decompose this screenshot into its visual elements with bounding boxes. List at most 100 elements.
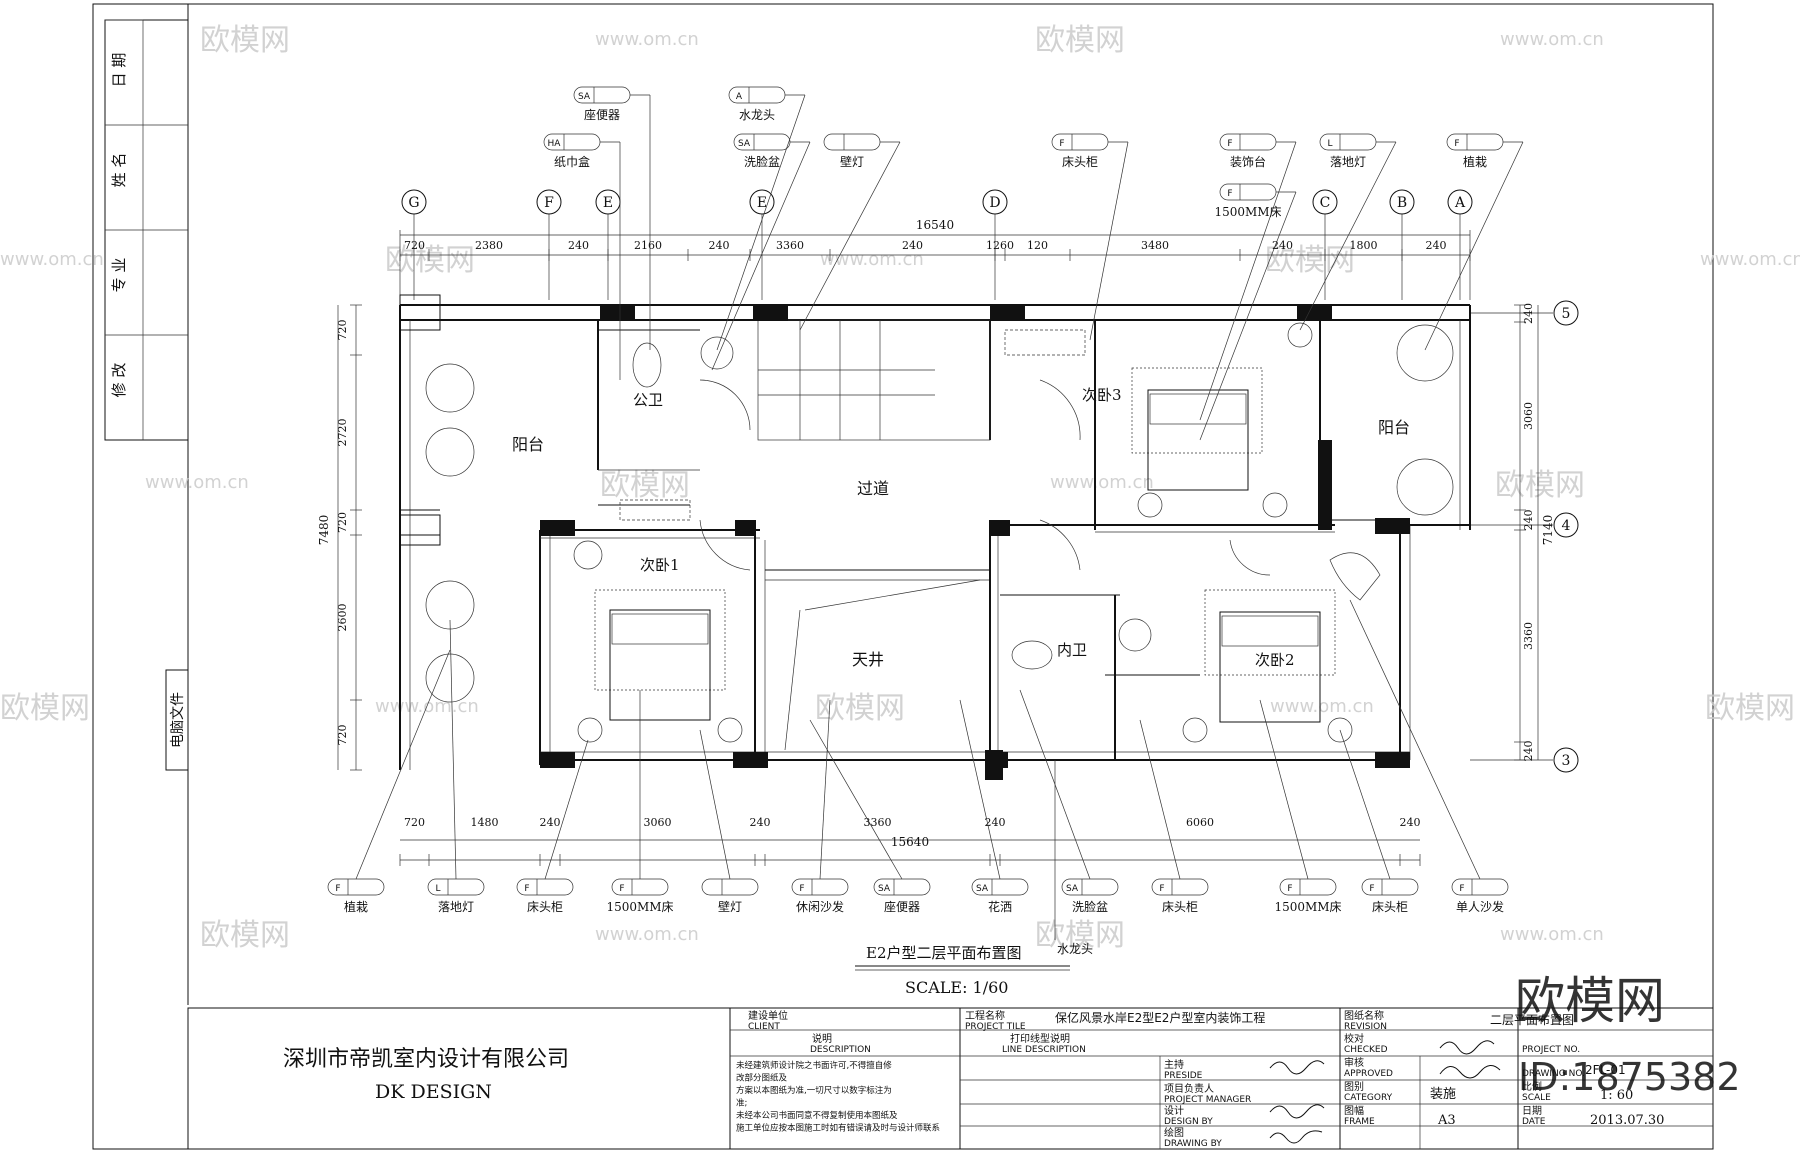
- room-label-courtyard: 天井: [852, 650, 884, 669]
- watermark-brand: 欧模网: [815, 691, 905, 726]
- description-label-cn: 说明: [812, 1032, 832, 1045]
- company-name-en: DK DESIGN: [375, 1081, 492, 1103]
- tag-label: 水龙头: [1057, 942, 1093, 956]
- project-no-label: PROJECT NO.: [1522, 1045, 1580, 1055]
- tag-label: 座便器: [584, 107, 620, 122]
- watermark-brand: 欧模网: [1035, 918, 1125, 953]
- tag-label: 座便器: [884, 899, 920, 914]
- tag-code: SA: [738, 139, 751, 149]
- room-label-balcony-left: 阳台: [512, 435, 544, 454]
- preside-label-cn: 主持: [1164, 1058, 1184, 1071]
- room-label-inner-bath: 内卫: [1057, 641, 1087, 659]
- tag-code: HA: [548, 139, 562, 149]
- date-label-en: DATE: [1522, 1117, 1546, 1127]
- tag-label: 洗脸盆: [744, 155, 780, 169]
- grid-axis-label: 3: [1562, 753, 1571, 769]
- watermark-brand: 欧模网: [385, 243, 475, 278]
- watermark-site: www.om.cn: [820, 249, 924, 270]
- dim-segment: 240: [1400, 816, 1421, 829]
- annotation-tag-faucet-extra: 水龙头: [1054, 760, 1093, 956]
- dim-segment: 240: [540, 816, 561, 829]
- note-line: 方案以本图纸为准,一切尺寸以数字标注为: [736, 1085, 892, 1096]
- dim-left-overall: 7480: [317, 515, 331, 546]
- plan-furniture: [425, 322, 1454, 743]
- drawing-scale: SCALE: 1/60: [905, 978, 1008, 997]
- annotation-tag: 壁灯: [799, 133, 901, 331]
- design-label-en: DESIGN BY: [1164, 1117, 1213, 1127]
- tag-code: F: [799, 884, 804, 894]
- strip-label-revise: 修 改: [110, 363, 128, 398]
- dim-segment: 720: [404, 239, 425, 252]
- watermark-brand: 欧模网: [1265, 243, 1355, 278]
- annotation-tag: F植栽: [327, 649, 451, 914]
- grid-axis-bubble: G: [401, 189, 427, 300]
- watermark-site: www.om.cn: [0, 249, 104, 270]
- tag-label: 落地灯: [438, 900, 474, 914]
- dim-segment: 240: [1272, 239, 1293, 252]
- annotation-tag: 壁灯: [699, 729, 759, 914]
- tag-code: F: [1227, 139, 1232, 149]
- dim-segment: 3060: [644, 816, 672, 829]
- drawing-title-block: E2户型二层平面布置图 SCALE: 1/60: [855, 944, 1070, 997]
- tag-label: 落地灯: [1330, 155, 1366, 169]
- tag-code: A: [736, 92, 743, 102]
- note-line: 未经建筑师设计院之书面许可,不得擅自修: [736, 1060, 892, 1071]
- watermark-brand: 欧模网: [0, 691, 90, 726]
- tag-label: 床头柜: [1162, 900, 1198, 914]
- watermark-brand: 欧模网: [200, 23, 290, 58]
- drawing-title: E2户型二层平面布置图: [866, 944, 1022, 962]
- room-labels: 阳台 公卫 过道 次卧3 阳台 次卧1 天井 内卫 次卧2: [512, 386, 1410, 669]
- preside-label-en: PRESIDE: [1164, 1071, 1203, 1081]
- plan-columns: [540, 305, 1410, 780]
- tag-label: 1500MM床: [606, 900, 673, 914]
- watermark-site: www.om.cn: [1270, 696, 1374, 717]
- file-label: 电脑文件: [170, 692, 186, 748]
- drawing-no-label: DRAWING NO.: [1522, 1069, 1585, 1079]
- project-title-label-en: PROJECT TILE: [965, 1022, 1026, 1032]
- dim-segment: 240: [1426, 239, 1447, 252]
- grid-axis-bubble: B: [1389, 189, 1415, 300]
- dim-segment: 240: [1522, 510, 1535, 531]
- tag-label: 1500MM床: [1214, 205, 1281, 219]
- scale-value: 1: 60: [1600, 1088, 1633, 1103]
- tag-code: SA: [578, 92, 591, 102]
- sheet-border: [92, 3, 1714, 1150]
- room-label-corridor: 过道: [857, 479, 889, 498]
- pm-label-cn: 项目负责人: [1164, 1082, 1214, 1095]
- room-label-balcony-right: 阳台: [1378, 418, 1410, 437]
- tag-label: 单人沙发: [1456, 899, 1504, 914]
- dim-segment: 3060: [1522, 402, 1535, 430]
- tag-code: F: [1459, 884, 1464, 894]
- dim-segment: 2720: [336, 419, 349, 447]
- drawing-name: 二层平面布置图: [1490, 1013, 1574, 1027]
- dim-segment: 240: [985, 816, 1006, 829]
- tag-code: F: [1287, 884, 1292, 894]
- tag-code: SA: [1066, 884, 1079, 894]
- grid-axis-bubble: F: [536, 189, 562, 300]
- room-label-bedroom1: 次卧1: [640, 556, 680, 574]
- plan-walls: [399, 294, 1471, 770]
- tag-code: L: [435, 884, 440, 894]
- category-label-cn: 图别: [1344, 1081, 1364, 1093]
- annotation-tags-top: SA座便器A水龙头HA纸巾盒SA洗脸盆壁灯F床头柜F装饰台F1500MM床L落地…: [543, 86, 1524, 441]
- room-label-bedroom3: 次卧3: [1082, 386, 1122, 404]
- dim-segment: 1260: [986, 239, 1014, 252]
- dim-top-overall: 16540: [916, 218, 954, 232]
- signature-checked: [1439, 1040, 1495, 1055]
- signature-preside: [1269, 1060, 1325, 1075]
- scale-label-en: SCALE: [1522, 1093, 1551, 1103]
- dim-segment: 3480: [1141, 239, 1169, 252]
- annotation-tags-bottom: F植栽L落地灯F床头柜F1500MM床壁灯F休闲沙发SA座便器SA花洒SA洗脸盆…: [327, 599, 1509, 914]
- grid-axis-label: E: [757, 195, 767, 211]
- grid-axis-label: F: [544, 195, 554, 211]
- tag-label: 壁灯: [840, 154, 864, 169]
- dim-segment: 120: [1027, 239, 1048, 252]
- watermark-site: www.om.cn: [595, 29, 699, 50]
- dim-segment: 3360: [776, 239, 804, 252]
- watermark-brand: 欧模网: [1035, 23, 1125, 58]
